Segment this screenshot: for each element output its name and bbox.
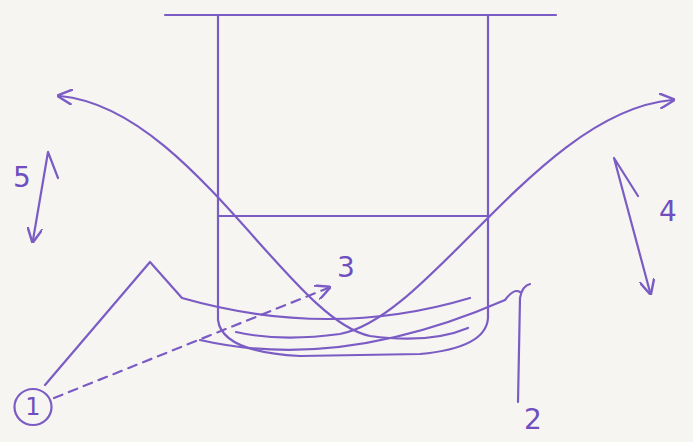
callout-number: 1: [25, 395, 40, 419]
callout-number: 2: [522, 405, 544, 435]
fill-level: [218, 215, 488, 217]
motion-arrow: [33, 152, 58, 240]
callout-number: 3: [335, 253, 357, 283]
motion-arrow: [614, 158, 650, 292]
callout-number: 5: [11, 163, 33, 193]
flow-curve: [60, 96, 468, 339]
callout-circle: 1: [13, 387, 53, 427]
callout-number: 4: [657, 197, 679, 227]
leader-line: [518, 284, 530, 402]
top-rim: [165, 14, 556, 16]
dashed-leader: [54, 288, 328, 398]
inner-curve: [45, 262, 470, 385]
flow-curve: [236, 100, 672, 338]
circle-outline: [15, 389, 52, 425]
